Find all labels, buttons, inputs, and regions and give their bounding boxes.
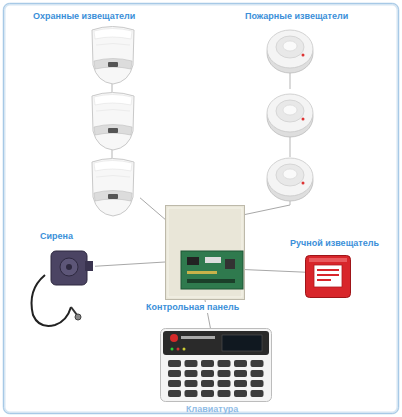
security-detectors-illustration	[85, 25, 140, 217]
motion-detector	[92, 159, 134, 217]
wire-connector	[245, 205, 290, 215]
device-label: Сирена	[40, 231, 73, 242]
control-panel: Контрольная панель	[165, 205, 245, 300]
wire-connector	[95, 262, 165, 266]
motion-detector	[92, 27, 134, 85]
siren: Сирена	[25, 245, 95, 330]
device-label: Охранные извещатели	[33, 11, 135, 22]
siren-illustration	[25, 245, 95, 330]
wire-connector	[140, 198, 165, 219]
device-label: Клавиатура	[186, 404, 238, 415]
fire-detectors-illustration	[265, 25, 315, 205]
fire-detectors: Пожарные извещатели	[265, 25, 315, 205]
motion-detector	[92, 93, 134, 151]
control-panel-illustration	[165, 205, 245, 300]
keypad-illustration	[160, 328, 272, 402]
smoke-detector	[267, 94, 313, 137]
device-label: Контрольная панель	[145, 302, 240, 313]
device-label: Ручной извещатель	[290, 238, 379, 249]
frame-border	[4, 4, 399, 414]
manual-call-point-illustration	[305, 255, 351, 298]
manual-call-point: Ручной извещатель	[305, 255, 351, 298]
smoke-detector	[267, 158, 313, 201]
outer-glow	[4, 4, 398, 413]
keypad: Клавиатура	[160, 328, 272, 402]
smoke-detector	[267, 30, 313, 73]
circuit-board	[181, 251, 243, 289]
wire-connector	[245, 270, 305, 273]
security-detectors: Охранные извещатели	[85, 25, 140, 217]
device-label: Пожарные извещатели	[245, 11, 348, 22]
